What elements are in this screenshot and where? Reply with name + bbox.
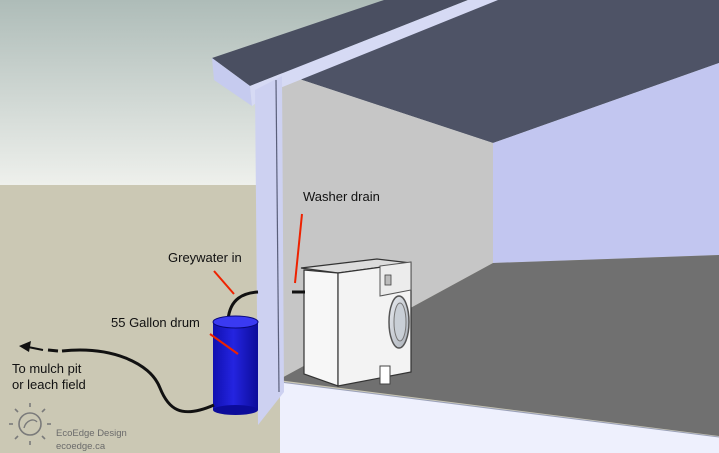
drum-label: 55 Gallon drum (111, 315, 200, 330)
washer-drain-leader (294, 213, 303, 284)
drum-body (213, 322, 258, 410)
outlet-label-line2: or leach field (12, 377, 86, 392)
ecoedge-logo-icon (9, 403, 51, 445)
side-wall (493, 63, 719, 263)
greywater-in-label: Greywater in (168, 250, 242, 265)
drum-bottom (213, 405, 258, 415)
flow-arrow (19, 341, 44, 352)
washer-door-glass (393, 302, 407, 342)
washer-drain-label: Washer drain (303, 189, 380, 204)
foundation (280, 382, 719, 453)
slab-edge-line (279, 381, 719, 438)
greywater-pipe (226, 290, 259, 321)
outlet-label-line1: To mulch pit (12, 361, 82, 376)
washer (300, 258, 412, 387)
washer-dial (384, 274, 392, 286)
drum-55-gallon (212, 315, 259, 415)
brand-name: EcoEdge Design (56, 428, 127, 439)
wall-edge (275, 79, 280, 393)
flow-arrow-head (19, 341, 31, 352)
flow-arrow-shaft (27, 346, 44, 351)
floor (278, 255, 719, 436)
drum-leader (209, 333, 239, 355)
outlet-hose (61, 348, 215, 414)
washer-front (303, 269, 339, 387)
roof-top (212, 0, 468, 86)
outlet-hose-dash (47, 348, 59, 353)
front-wall (255, 76, 284, 425)
drum-top (212, 315, 259, 329)
washer-control-panel (379, 261, 412, 297)
brand-url: ecoedge.ca (56, 441, 106, 452)
washer-kickplate (379, 365, 391, 385)
greywater-in-leader (213, 270, 235, 295)
roof-fascia (212, 58, 252, 106)
